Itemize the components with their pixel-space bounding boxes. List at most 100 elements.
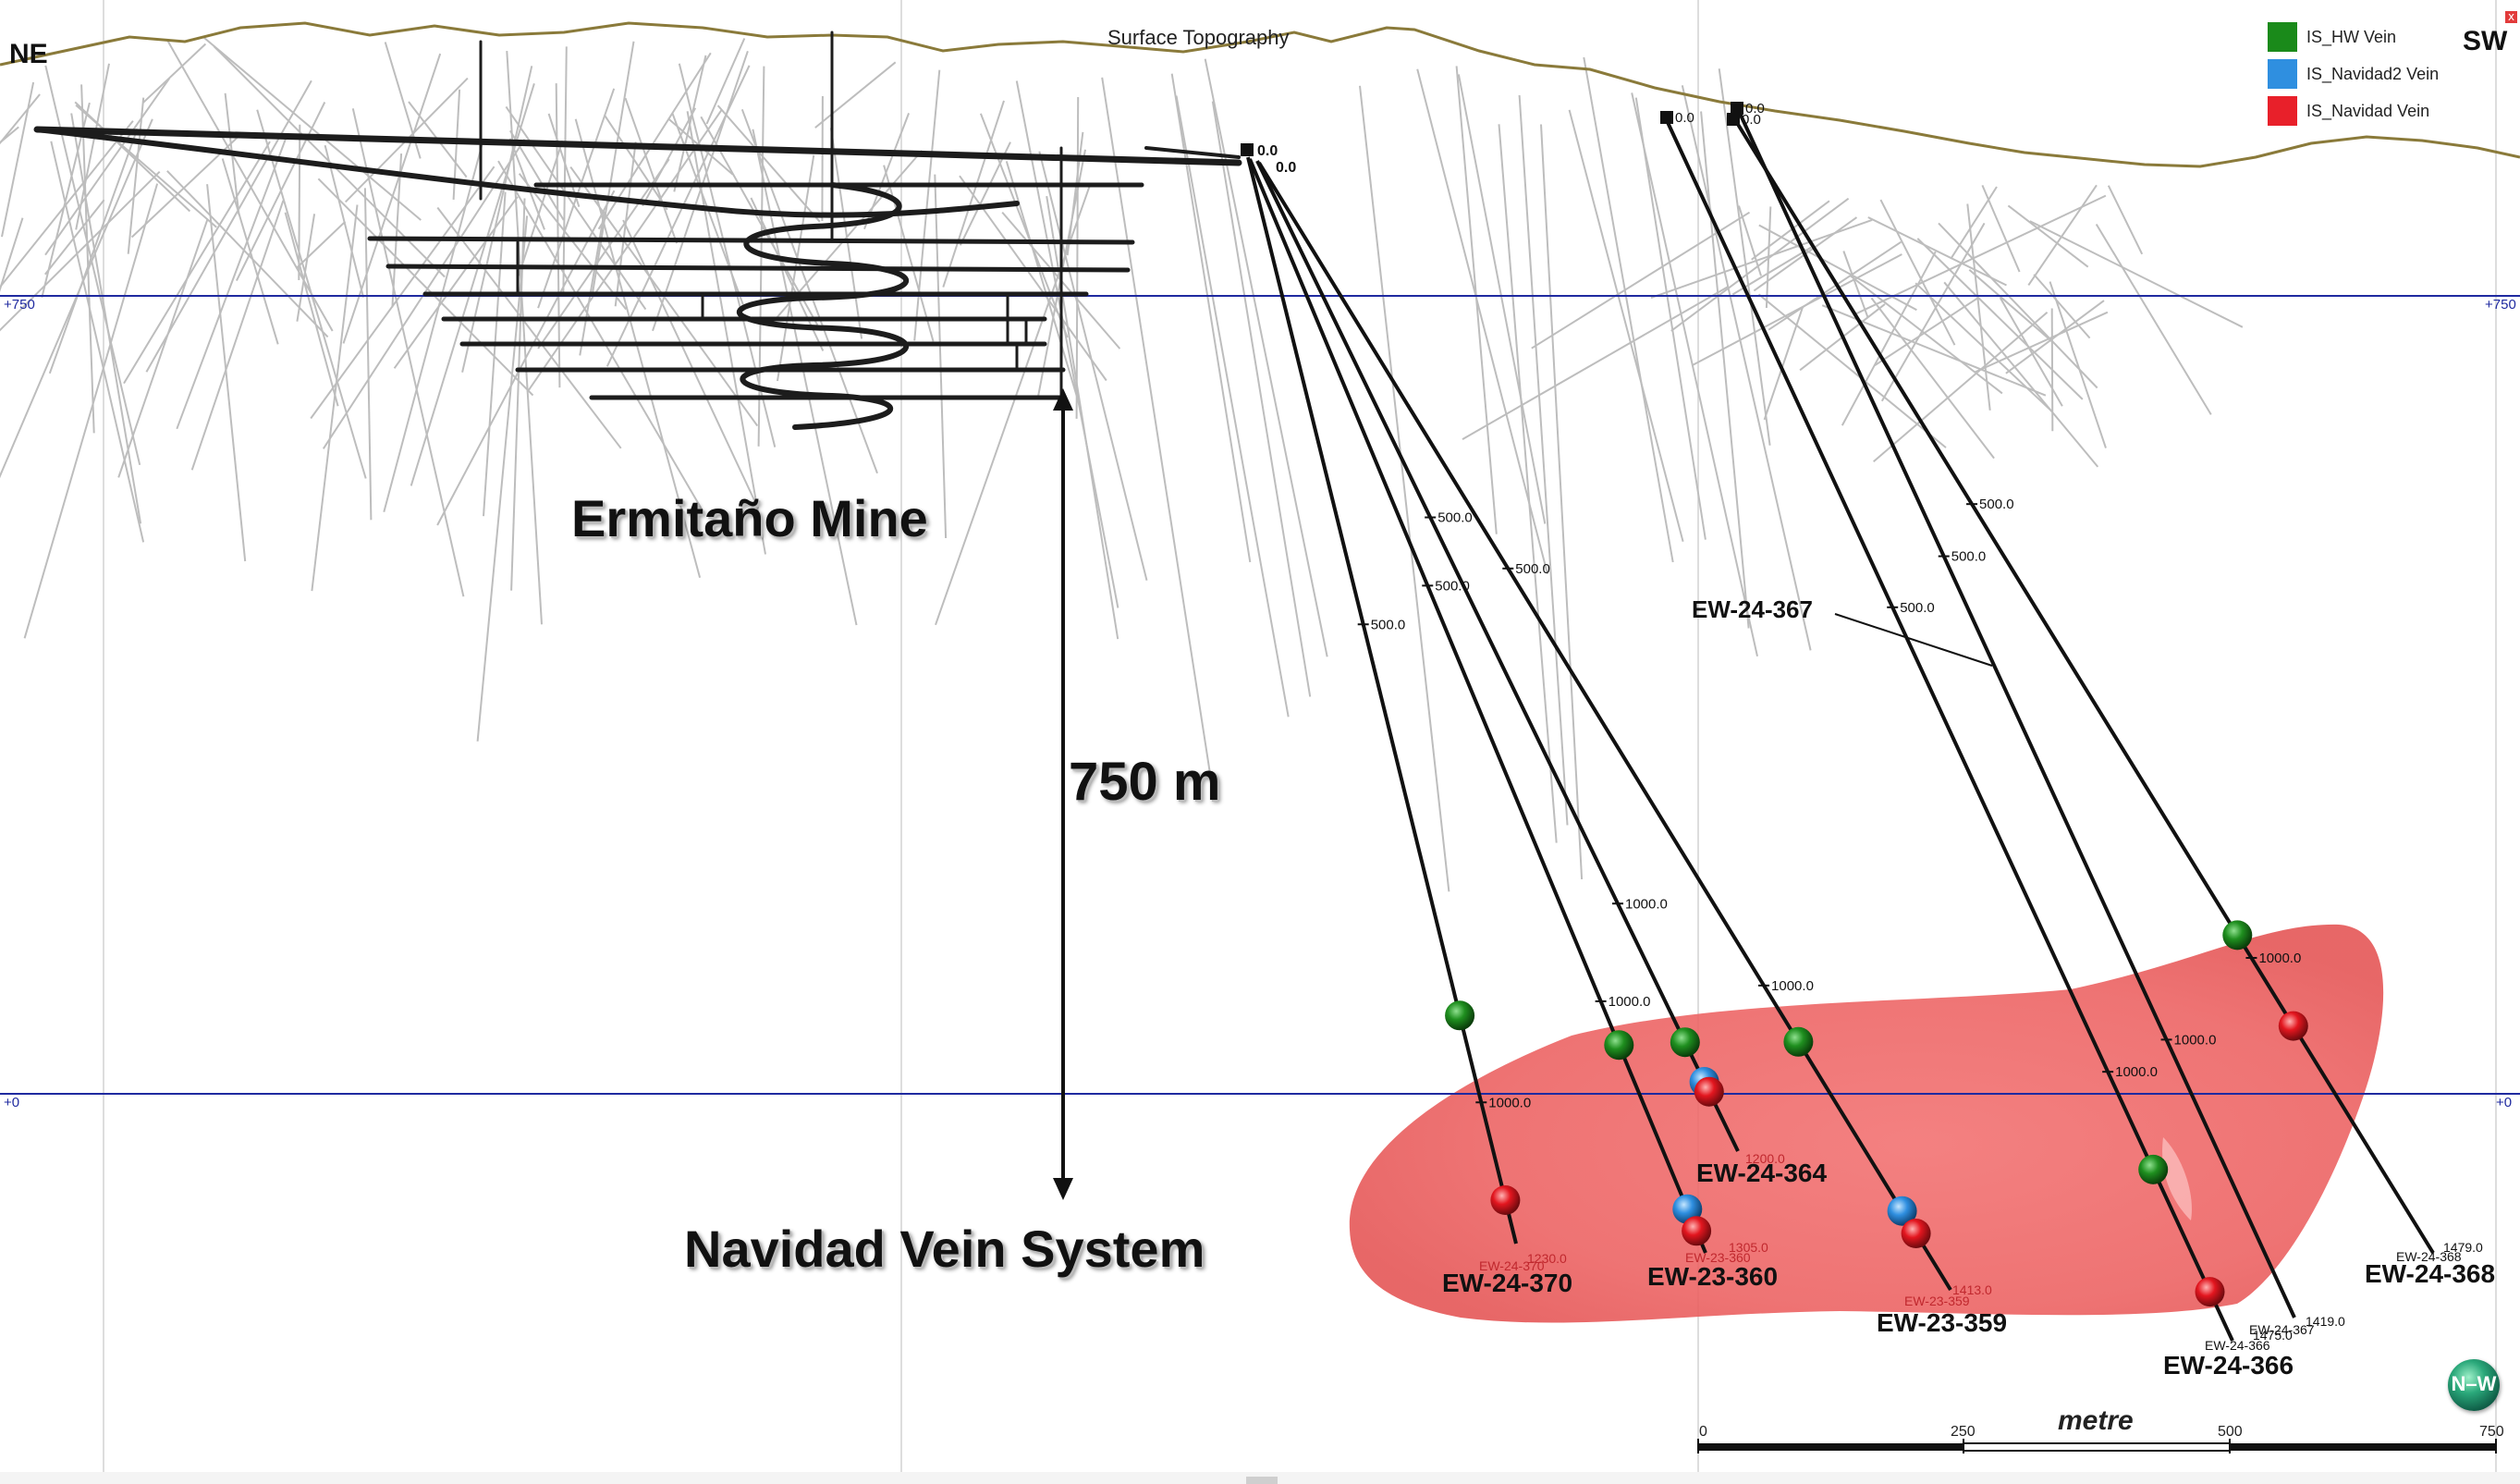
- depth-label: 500.0: [1951, 549, 1987, 565]
- background-hole: [145, 80, 312, 373]
- background-hole: [117, 218, 209, 478]
- hw-vein-intercept: [1445, 1000, 1475, 1031]
- hole-label-ew-24-370: EW-24-370: [1442, 1269, 1572, 1297]
- background-hole: [1670, 197, 1850, 332]
- depth-label: 1000.0: [1771, 978, 1814, 994]
- background-hole: [1, 81, 35, 238]
- drill-trace: [1732, 117, 2435, 1255]
- background-hole: [74, 101, 191, 213]
- resize-grip[interactable]: [1246, 1477, 1278, 1484]
- hole-label-ew-24-366: EW-24-366: [2163, 1351, 2294, 1380]
- background-hole: [1999, 297, 2063, 407]
- orientation-ne: NE: [9, 39, 48, 69]
- spiral-decline: [736, 182, 910, 430]
- compass-icon[interactable]: N–W: [2448, 1359, 2500, 1411]
- hole-label-ew-23-359: EW-23-359: [1877, 1308, 2007, 1337]
- background-hole: [383, 138, 485, 512]
- navidad-vein-intercept: [2278, 1011, 2308, 1041]
- background-hole: [363, 188, 373, 521]
- background-hole: [1204, 58, 1328, 657]
- background-hole: [1757, 293, 1947, 448]
- hole-label-ew-23-360: EW-23-360: [1647, 1262, 1778, 1291]
- background-hole: [2027, 184, 2098, 286]
- background-hole: [1943, 281, 2099, 468]
- collar-label: 0.0: [1675, 110, 1694, 126]
- background-hole: [1038, 151, 1148, 582]
- collar-label: 0.0: [1257, 143, 1278, 159]
- collar-marker: [1241, 143, 1254, 156]
- background-hole: [829, 128, 863, 339]
- background-hole: [1650, 218, 1873, 300]
- background-hole: [934, 174, 948, 539]
- background-hole: [342, 53, 442, 344]
- background-hole: [652, 50, 749, 332]
- background-hole: [127, 97, 145, 254]
- background-hole: [1842, 251, 1869, 319]
- background-hole: [740, 108, 878, 474]
- background-hole: [1966, 203, 1991, 411]
- ew-24-367-leader: [1834, 613, 1993, 667]
- background-hole: [2049, 281, 2107, 448]
- background-hole: [166, 170, 329, 338]
- background-hole: [505, 105, 647, 311]
- scale-tick-0: 0: [1699, 1424, 1707, 1440]
- background-hole: [935, 184, 1092, 626]
- elevation-lines: [0, 295, 2520, 1095]
- background-hole: [202, 36, 422, 221]
- background-hole: [1075, 96, 1080, 419]
- background-hole: [1938, 222, 2098, 389]
- navidad-vein-intercept: [2195, 1277, 2225, 1307]
- navidad-vein-zone: [1349, 924, 2384, 1323]
- background-hole: [351, 108, 465, 597]
- mine-workings: [33, 31, 1242, 430]
- background-hole: [75, 63, 110, 230]
- navidad2-vein-intercept: [1887, 1196, 1917, 1226]
- depth-label: 500.0: [1979, 497, 2014, 512]
- background-hole: [1751, 200, 1830, 261]
- background-hole: [236, 102, 326, 282]
- end-depth: 1230.0: [1527, 1251, 1567, 1266]
- background-hole: [1768, 240, 1902, 331]
- background-hole: [1568, 109, 1684, 542]
- background-hole: [497, 160, 703, 511]
- legend-label: IS_Navidad2 Vein: [2306, 64, 2440, 83]
- vein-intercepts: [1445, 920, 2308, 1307]
- drill-trace: [1246, 156, 1518, 1245]
- close-icon[interactable]: x: [2505, 11, 2517, 23]
- legend-label: IS_Navidad Vein: [2306, 101, 2430, 120]
- background-hole: [1359, 85, 1450, 892]
- background-hole: [1950, 186, 1998, 260]
- background-hole: [123, 141, 271, 385]
- background-hole: [1455, 66, 1498, 534]
- background-hole: [296, 214, 316, 322]
- background-hole: [716, 104, 821, 223]
- background-hole: [705, 38, 746, 125]
- end-name: EW-24-367: [2249, 1322, 2315, 1337]
- background-hole: [614, 141, 637, 307]
- hw-vein-intercept: [1670, 1027, 1700, 1058]
- background-hole: [48, 128, 139, 374]
- depth-arrow: [1053, 388, 1073, 1200]
- background-hole: [979, 113, 1069, 338]
- end-depth: 1475.0: [2253, 1328, 2293, 1343]
- hw-vein-intercept: [2138, 1154, 2169, 1184]
- background-hole: [317, 178, 534, 397]
- depth-750-label: 750 m: [1069, 752, 1221, 812]
- background-hole: [518, 140, 564, 276]
- background-hole: [883, 165, 935, 342]
- background-hole: [678, 63, 777, 448]
- background-hole: [0, 126, 19, 144]
- background-hole: [0, 93, 41, 145]
- background-hole: [50, 141, 145, 543]
- background-hole: [298, 124, 301, 281]
- background-hole: [1968, 268, 2053, 343]
- background-hole: [1691, 253, 1902, 367]
- background-hole: [1874, 297, 1978, 367]
- background-hole: [603, 114, 668, 211]
- background-hole: [44, 199, 105, 276]
- background-hole: [23, 183, 159, 639]
- background-hole: [80, 84, 95, 434]
- ermitano-mine-label: Ermitaño Mine: [571, 489, 928, 547]
- elevation-label-750-left: +750: [4, 297, 35, 313]
- navidad-vein-intercept: [1682, 1216, 1712, 1246]
